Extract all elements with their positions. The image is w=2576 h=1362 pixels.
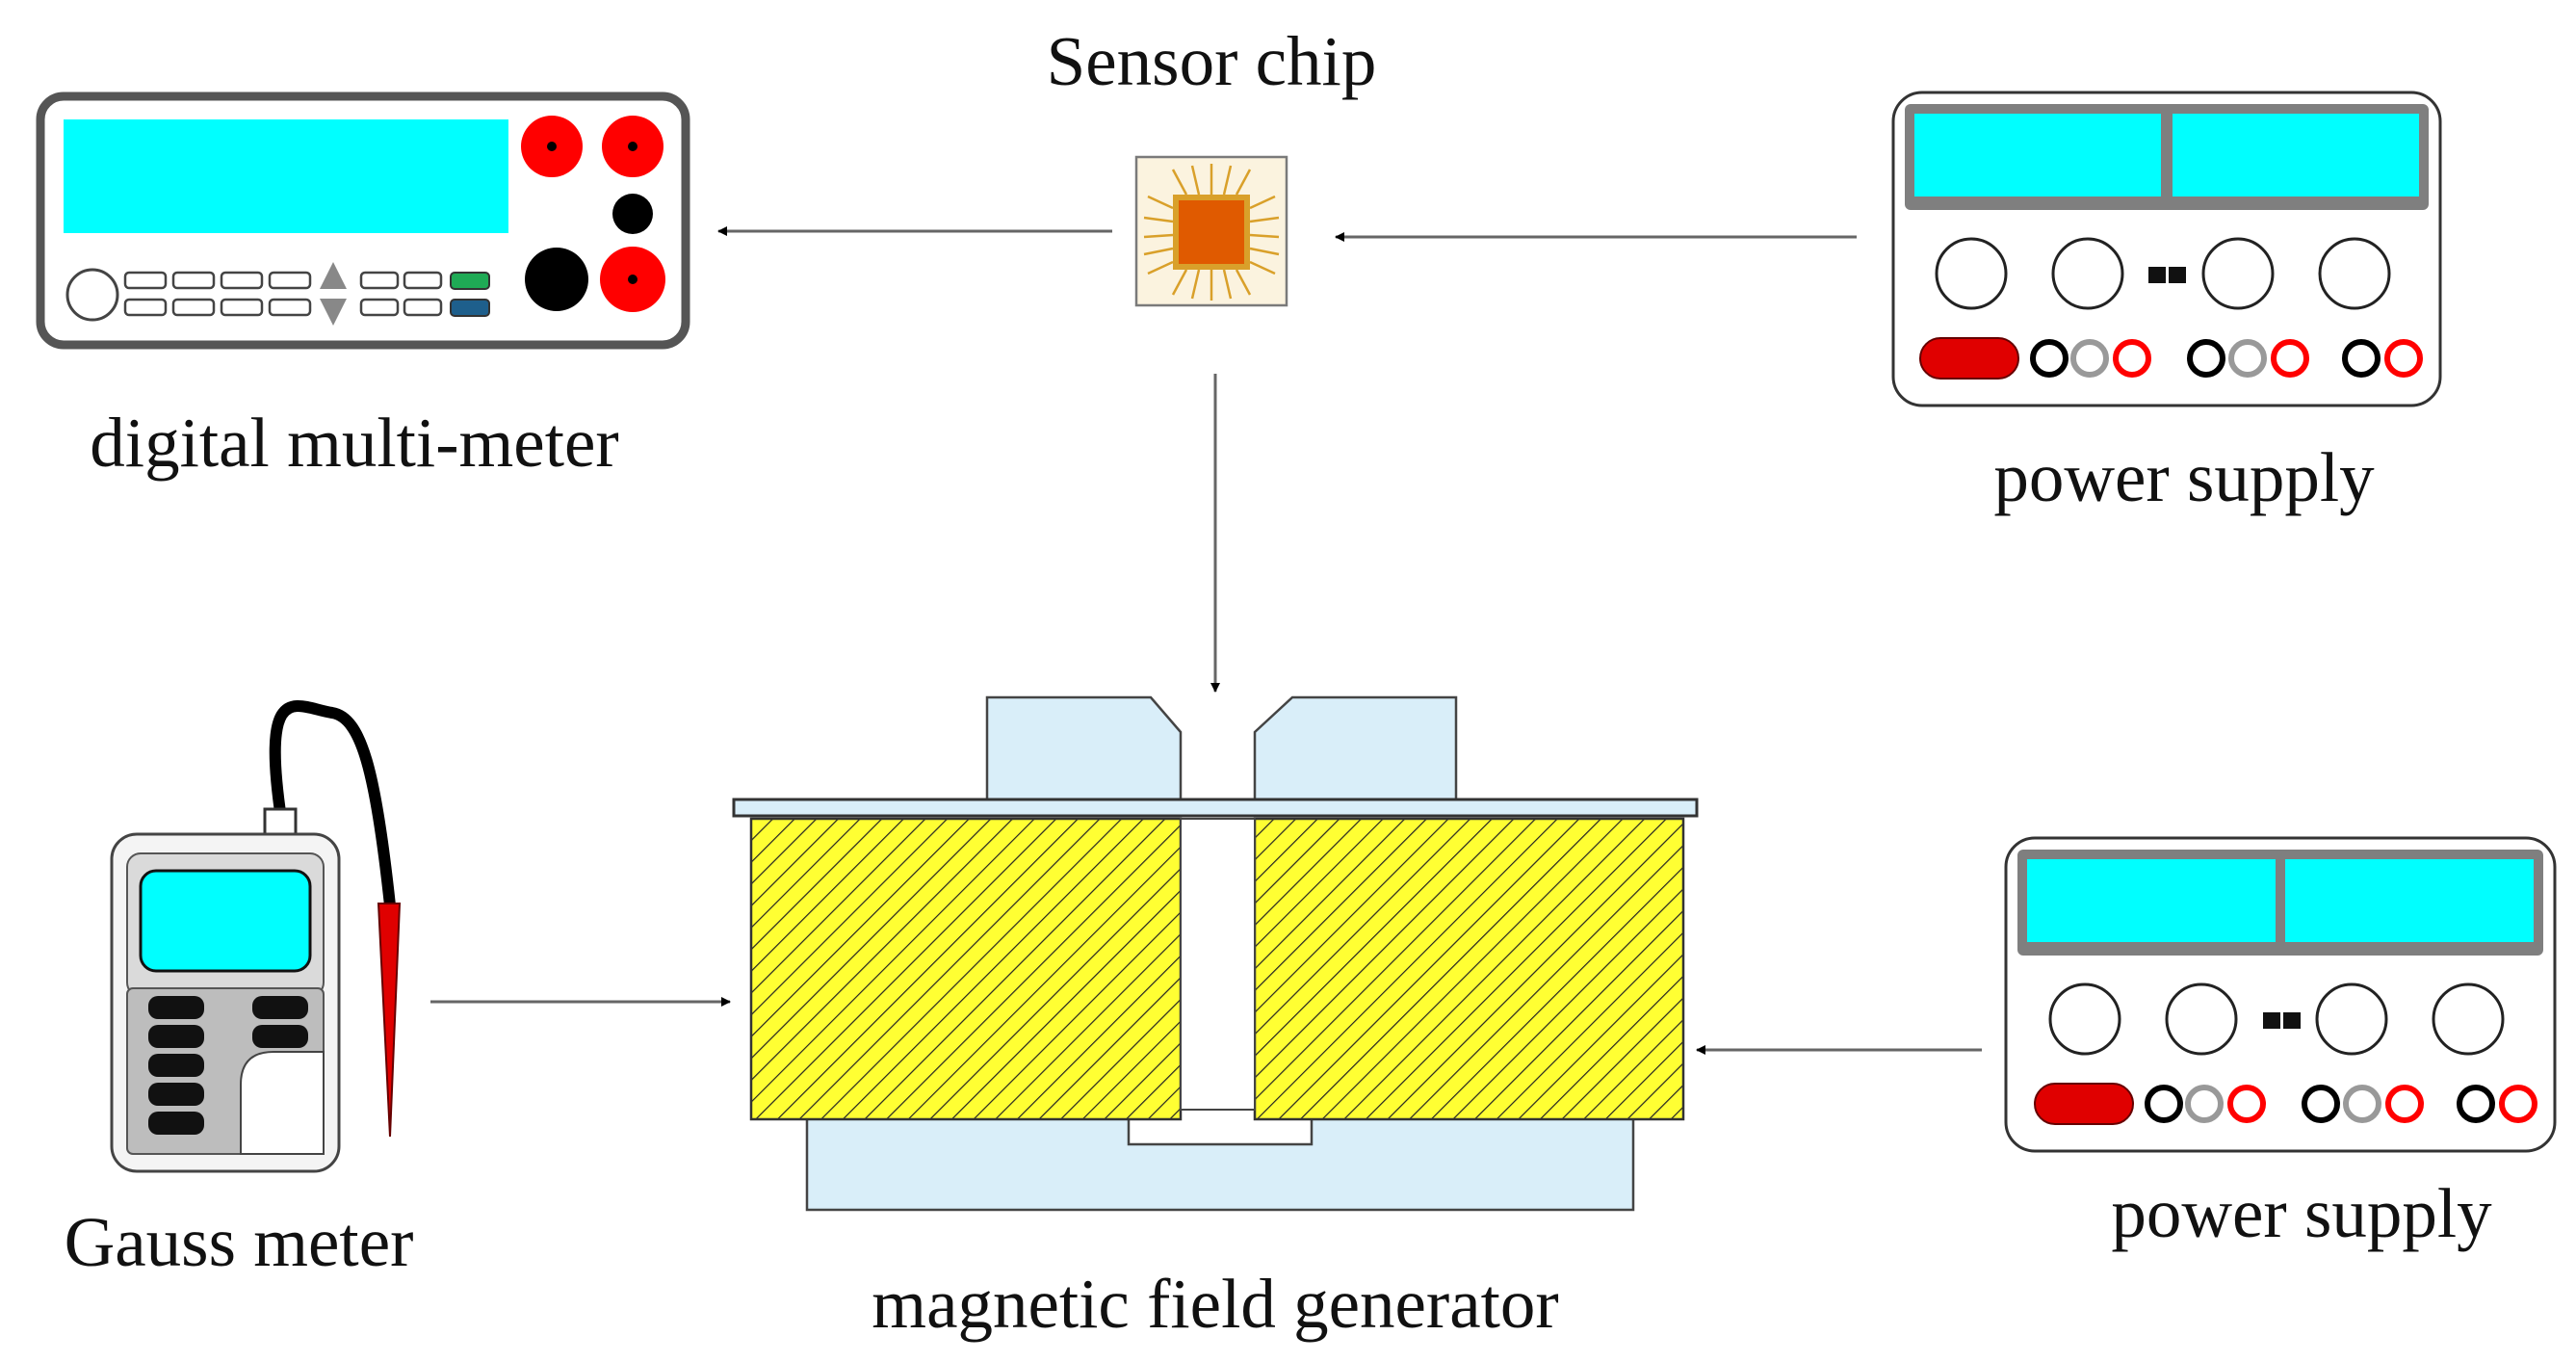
sensor-chip-label: Sensor chip	[1047, 22, 1377, 100]
power-supply-icon	[1891, 91, 2442, 407]
multimeter-label: digital multi-meter	[90, 404, 618, 482]
field-generator-label: magnetic field generator	[872, 1265, 1558, 1343]
multimeter-icon	[36, 92, 690, 350]
power-supply-bottom-label: power supply	[2111, 1174, 2492, 1252]
gauss-meter-icon	[110, 700, 402, 1173]
gauss-meter-label: Gauss meter	[65, 1203, 414, 1281]
sensor-chip-icon	[1134, 155, 1288, 307]
power-supply-top-label: power supply	[1993, 438, 2375, 516]
magnetic-field-generator-icon	[732, 695, 1699, 1212]
power-supply-icon	[2004, 836, 2557, 1153]
arrow-icon	[430, 226, 1982, 1055]
